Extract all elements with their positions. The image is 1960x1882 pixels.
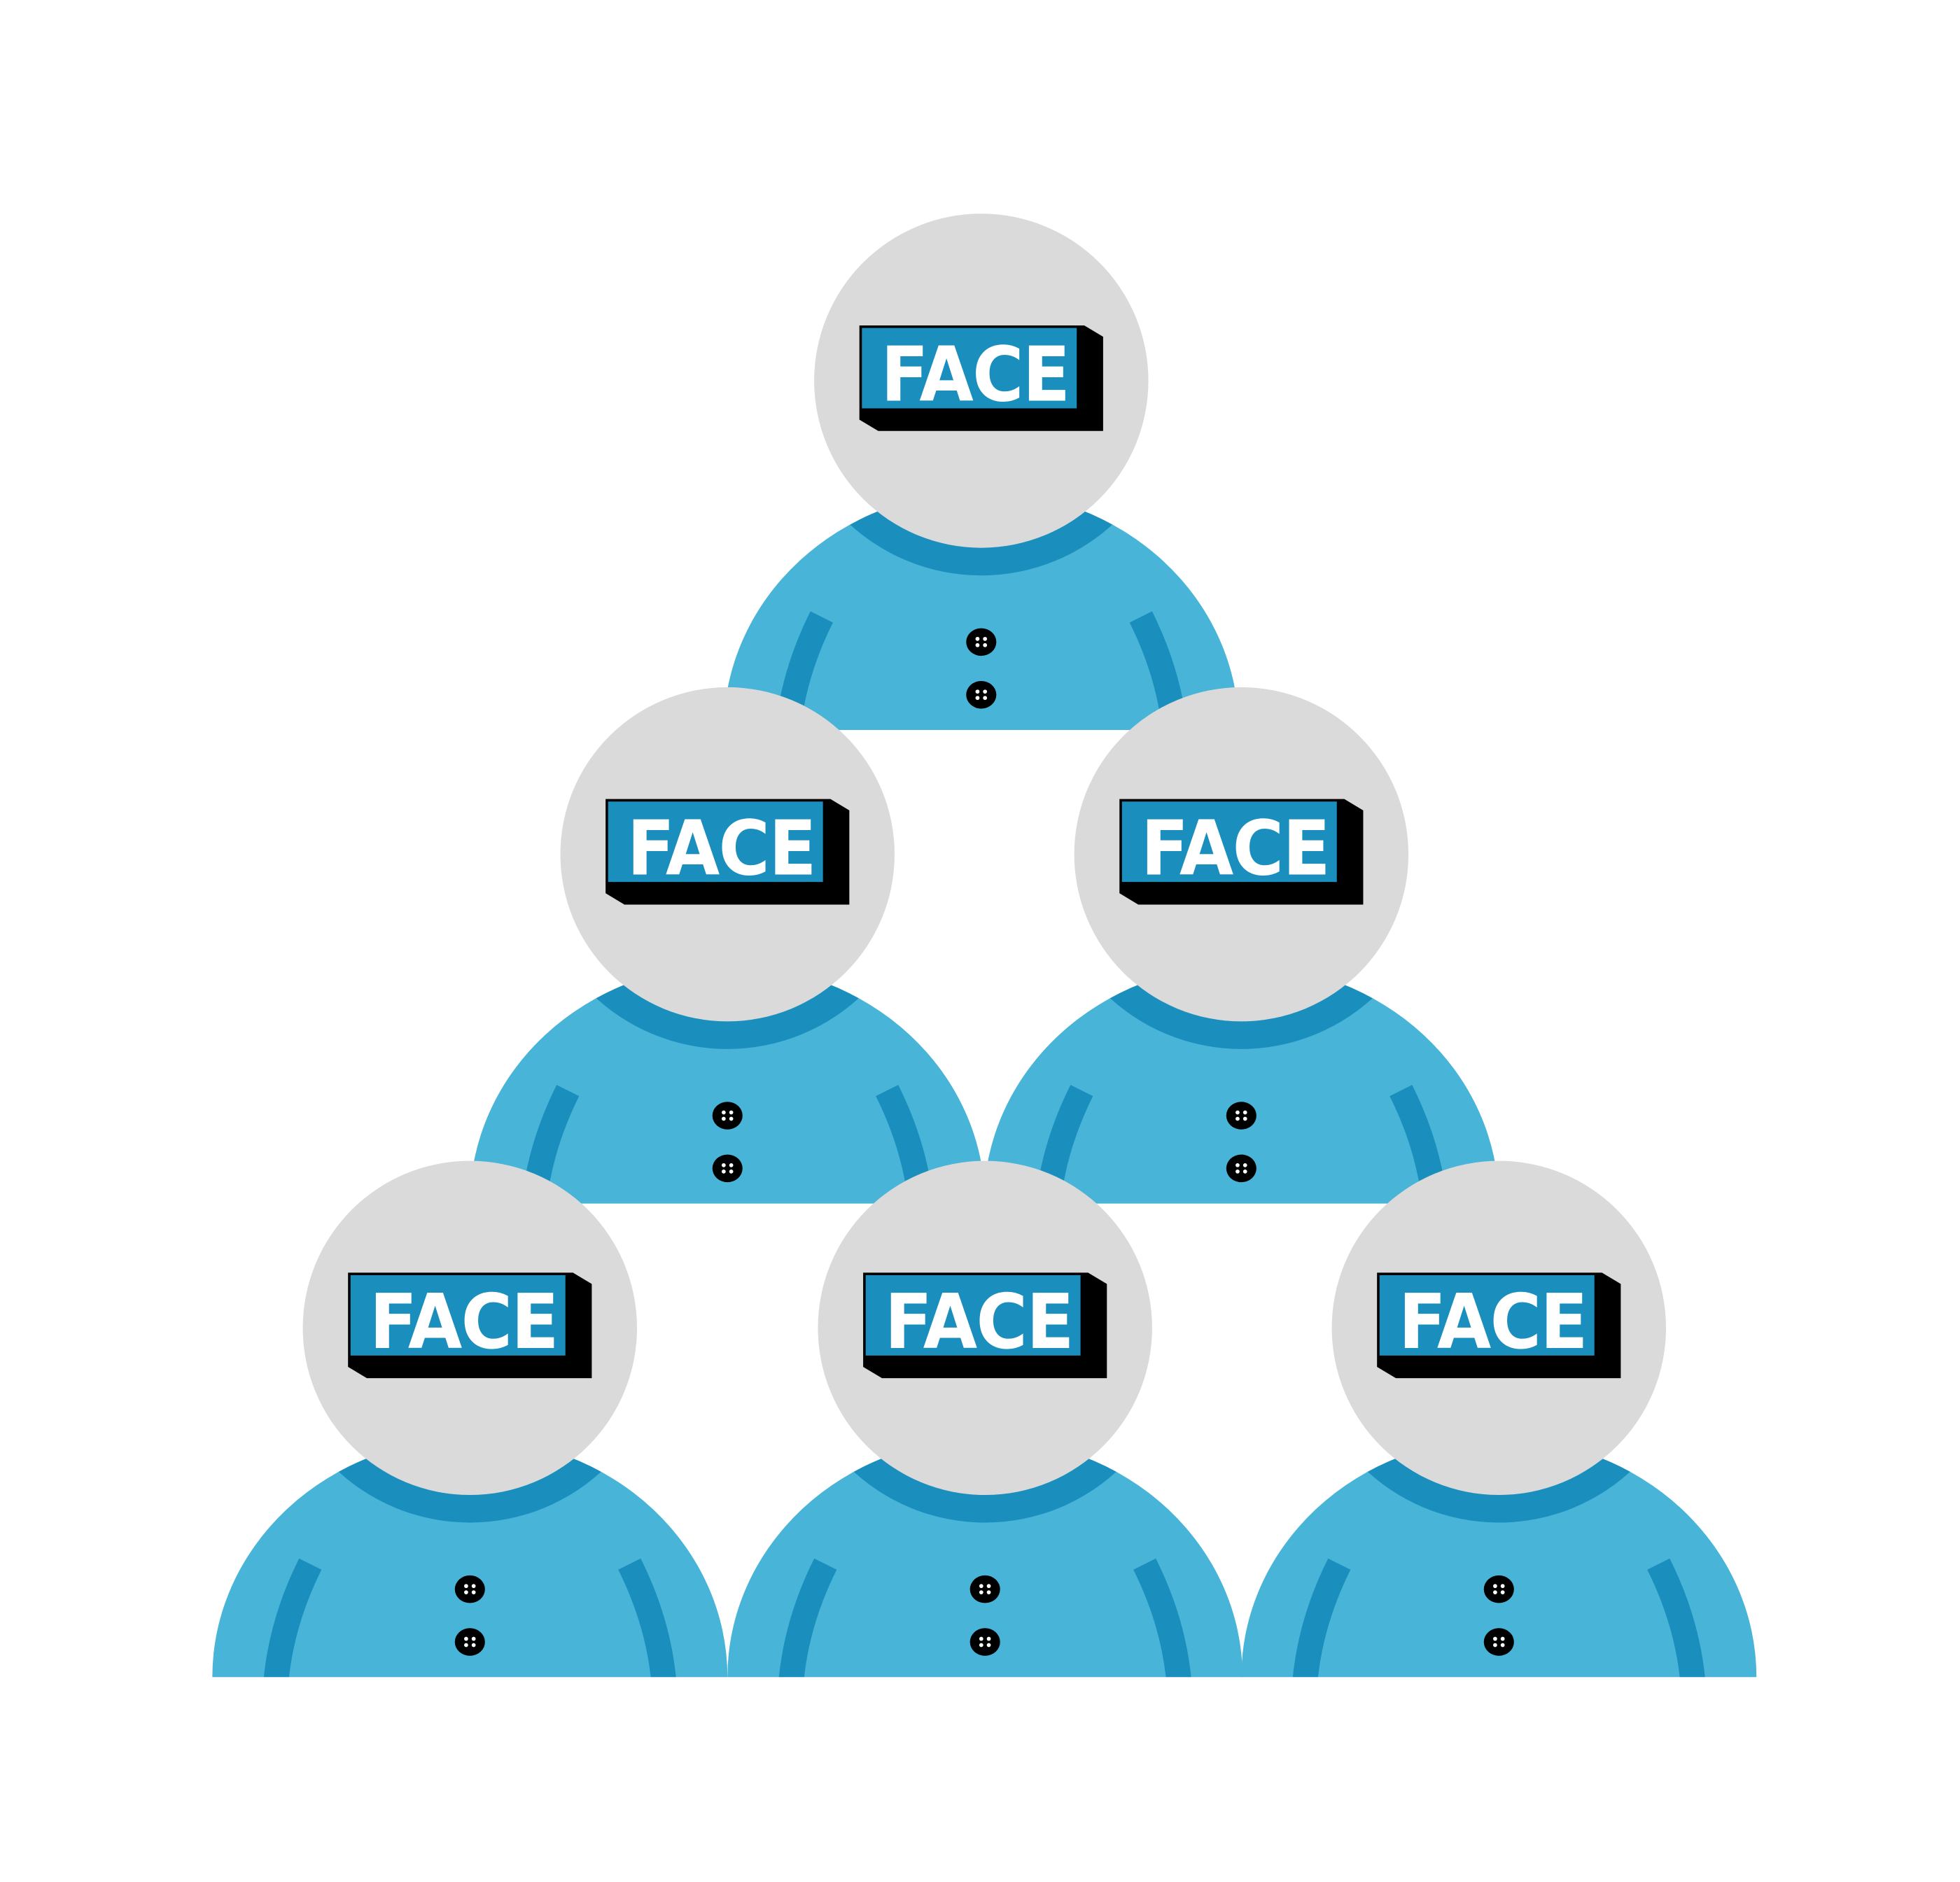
label-box — [865, 1274, 1081, 1356]
person-figure: FACE — [470, 687, 986, 1204]
button-icon — [1226, 1154, 1256, 1183]
face-label: FACE — [863, 1272, 1107, 1379]
body-torso — [983, 964, 1499, 1204]
button-icon — [966, 628, 997, 656]
face-label: FACE — [348, 1272, 592, 1379]
face-label-text: FACE — [1141, 805, 1329, 892]
button-icon — [969, 1628, 1000, 1656]
button-icon — [1483, 1628, 1514, 1656]
button-icon — [454, 1628, 485, 1656]
label-box — [350, 1274, 566, 1356]
body-torso — [723, 491, 1239, 730]
button-icon — [969, 1575, 1000, 1603]
label-box — [1121, 801, 1337, 883]
button-icon — [1226, 1102, 1256, 1130]
left-sleeve-seam — [1292, 1558, 1351, 1678]
right-sleeve-seam — [1647, 1558, 1707, 1678]
face-label: FACE — [606, 799, 850, 905]
button-icon — [712, 1102, 743, 1130]
face-label: FACE — [859, 325, 1103, 431]
face-label-text: FACE — [370, 1279, 558, 1366]
person-figure: FACE — [1241, 1160, 1757, 1678]
face-label: FACE — [1377, 1272, 1621, 1379]
body-torso — [727, 1438, 1243, 1678]
left-sleeve-seam — [778, 1558, 837, 1678]
face-label-text: FACE — [881, 332, 1069, 419]
label-box — [862, 328, 1077, 409]
button-icon — [966, 680, 997, 709]
face-label-text: FACE — [885, 1279, 1073, 1366]
body-torso — [470, 964, 986, 1204]
right-sleeve-seam — [1133, 1558, 1193, 1678]
body-torso — [1241, 1438, 1757, 1678]
label-box — [608, 801, 823, 883]
label-box — [1379, 1274, 1595, 1356]
face-label-text: FACE — [627, 805, 816, 892]
face-label: FACE — [1119, 799, 1364, 905]
body-torso — [212, 1438, 728, 1678]
person-figure: FACE — [212, 1160, 728, 1678]
person-figure: FACE — [727, 1160, 1243, 1678]
face-label-text: FACE — [1399, 1279, 1587, 1366]
button-icon — [454, 1575, 485, 1603]
button-icon — [712, 1154, 743, 1183]
button-icon — [1483, 1575, 1514, 1603]
person-figure: FACE — [723, 213, 1239, 730]
left-sleeve-seam — [262, 1558, 322, 1678]
right-sleeve-seam — [618, 1558, 678, 1678]
person-figure: FACE — [983, 687, 1499, 1204]
